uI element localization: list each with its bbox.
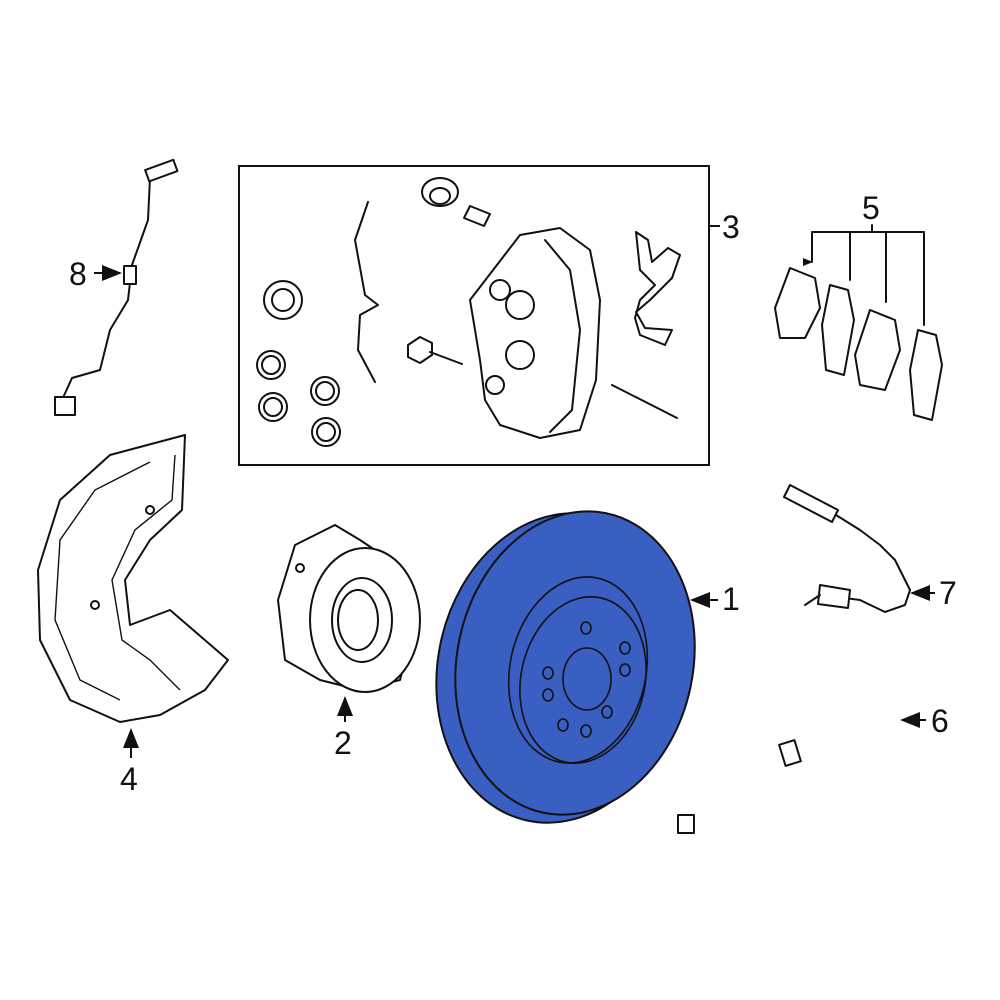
caliper-kit-box — [238, 165, 710, 466]
callout-2[interactable]: 2 — [334, 725, 352, 761]
callout-4[interactable]: 4 — [120, 761, 138, 797]
abs-sensor-group[interactable] — [54, 158, 179, 416]
brake-rotor[interactable] — [408, 489, 722, 846]
wheel-hub[interactable] — [277, 524, 421, 722]
callout-7[interactable]: 7 — [939, 575, 957, 611]
callout-1[interactable]: 1 — [722, 581, 740, 617]
callout-6[interactable]: 6 — [931, 703, 949, 739]
callout-8[interactable]: 8 — [69, 256, 87, 292]
callout-5[interactable]: 5 — [862, 190, 880, 226]
caliper-kit-group[interactable] — [238, 165, 720, 466]
brake-hose[interactable] — [655, 712, 926, 834]
wear-sensor[interactable] — [783, 484, 935, 613]
dust-shield[interactable] — [37, 434, 229, 758]
callout-3[interactable]: 3 — [722, 209, 740, 245]
brake-pads-group[interactable] — [774, 224, 943, 421]
